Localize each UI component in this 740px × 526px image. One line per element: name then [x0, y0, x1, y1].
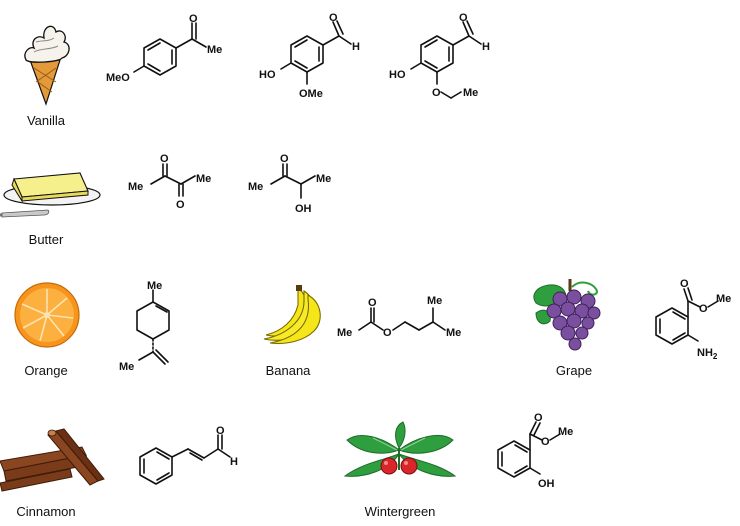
- atom-label-ome: OMe: [299, 88, 323, 100]
- molecule-cinnamaldehyde: O H: [139, 425, 238, 485]
- atom-label-me: Me: [128, 181, 143, 193]
- atom-label-meo: MeO: [106, 72, 130, 84]
- atom-label-me: Me: [463, 87, 478, 99]
- atom-label-me: Me: [119, 361, 134, 373]
- ice-cream-icon: [24, 25, 70, 106]
- atom-label-me: Me: [427, 295, 442, 307]
- atom-label-nh2: NH2: [697, 347, 718, 361]
- atom-label-o: O: [534, 412, 543, 424]
- banana-icon: [263, 285, 321, 345]
- butter-icon: [0, 172, 101, 218]
- atom-label-oh: OH: [538, 478, 555, 490]
- atom-label-o: O: [541, 436, 550, 448]
- atom-label-h: H: [230, 456, 238, 468]
- atom-label-me: Me: [316, 173, 331, 185]
- atom-label-o: O: [432, 87, 441, 99]
- cinnamon-icon: [0, 428, 105, 492]
- molecule-methoxyacetophenone: O Me MeO: [106, 13, 222, 84]
- atom-label-h: H: [352, 41, 360, 53]
- flavor-label-butter: Butter: [28, 232, 64, 247]
- atom-label-me: Me: [337, 327, 352, 339]
- molecule-methyl-salicylate: O O Me OH: [497, 412, 573, 490]
- atom-label-o: O: [176, 199, 185, 211]
- molecule-diacetyl: O O Me Me: [128, 153, 211, 211]
- atom-label-me: Me: [207, 44, 222, 56]
- orange-icon: [14, 282, 80, 348]
- atom-label-o: O: [280, 153, 289, 165]
- atom-label-o: O: [160, 153, 169, 165]
- molecule-limonene: Me Me: [119, 280, 170, 373]
- atom-label-me: Me: [558, 426, 573, 438]
- atom-label-me: Me: [716, 293, 731, 305]
- molecule-isoamyl-acetate: O O Me Me Me: [337, 295, 461, 339]
- atom-label-o: O: [459, 12, 468, 24]
- atom-label-ho: HO: [259, 69, 276, 81]
- atom-label-me: Me: [248, 181, 263, 193]
- atom-label-o: O: [329, 12, 338, 24]
- flavor-label-vanilla: Vanilla: [26, 113, 66, 128]
- atom-label-me: Me: [196, 173, 211, 185]
- atom-label-o: O: [383, 327, 392, 339]
- atom-label-h: H: [482, 41, 490, 53]
- atom-label-oh: OH: [295, 203, 312, 215]
- atom-label-o: O: [368, 297, 377, 309]
- atom-label-o: O: [216, 425, 225, 437]
- atom-label-ho: HO: [389, 69, 406, 81]
- molecule-vanillin: O H HO OMe: [259, 12, 360, 100]
- atom-label-o: O: [680, 278, 689, 290]
- grape-icon: [533, 279, 601, 351]
- flavor-label-grape: Grape: [555, 363, 593, 378]
- atom-label-me: Me: [147, 280, 162, 292]
- flavor-label-banana: Banana: [265, 363, 311, 378]
- flavor-label-wintergreen: Wintergreen: [364, 504, 436, 519]
- flavor-label-orange: Orange: [24, 363, 68, 378]
- wintergreen-icon: [343, 421, 457, 477]
- molecule-methyl-anthranilate: O O Me NH2: [655, 278, 731, 361]
- atom-label-me: Me: [446, 327, 461, 339]
- molecule-ethylvanillin: O H HO O Me: [389, 12, 490, 99]
- atom-label-o: O: [189, 13, 198, 25]
- molecule-acetoin: O OH Me Me: [248, 153, 331, 215]
- atom-label-o: O: [699, 303, 708, 315]
- flavor-label-cinnamon: Cinnamon: [16, 504, 76, 519]
